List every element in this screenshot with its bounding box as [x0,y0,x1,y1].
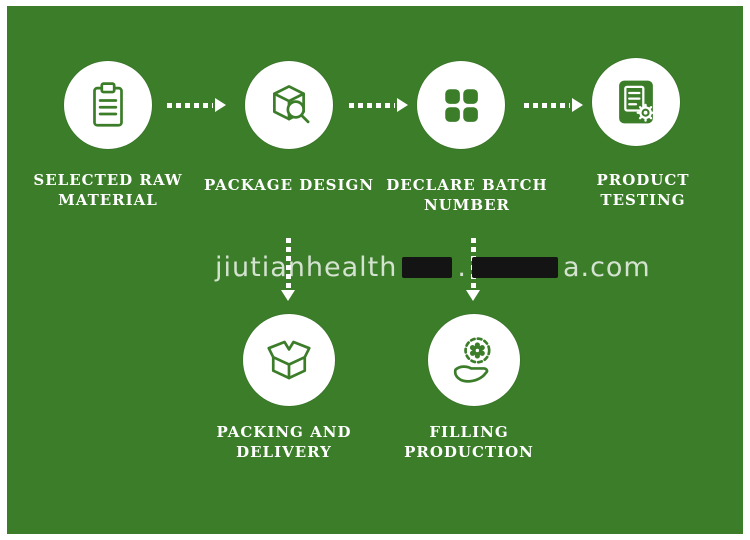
arrow-down-1-head [281,290,295,301]
watermark-redacted-block [471,257,558,278]
node-circle-package-design [245,61,333,149]
label-line: PACKAGE DESIGN [203,176,375,194]
watermark-site-name: jiutianhealth [215,252,398,283]
node-label-filling-production: FILLING PRODUCTION [369,422,569,463]
open-box-icon [267,340,311,380]
label-line: NUMBER [424,196,510,215]
label-line: MATERIAL [58,191,158,210]
arrow-down-2-head [466,290,480,301]
arrow-right-3-dots [524,103,570,108]
node-label-declare-batch-number: DECLARE BATCH NUMBER [367,175,567,216]
arrow-right-2-dots [349,103,395,108]
arrow-down-1-dots [286,238,291,288]
node-circle-declare-batch-number [417,61,505,149]
label-line: PRODUCTION [404,443,534,462]
process-flow-canvas: SELECTED RAW MATERIAL PACKAGE DESIGN DEC… [7,6,743,534]
node-label-packing-and-delivery: PACKING AND DELIVERY [184,422,384,463]
arrow-right-3-head [572,98,583,112]
batch-grid-icon [445,89,478,122]
label-line: DECLARE BATCH [386,176,548,194]
watermark-domain-suffix: a.com [562,252,651,283]
watermark-redacted-block [402,257,453,278]
arrow-right-1-dots [167,103,213,108]
label-line: PACKING AND [216,423,352,441]
label-line: PRODUCT [596,171,690,189]
label-line: TESTING [600,191,686,210]
node-label-selected-raw-material: SELECTED RAW MATERIAL [8,170,208,211]
node-label-package-design: PACKAGE DESIGN [189,175,389,195]
watermark-dot: . [457,252,467,283]
hand-gear-icon [453,337,491,383]
label-line: DELIVERY [236,443,332,462]
arrow-right-1-head [215,98,226,112]
document-gear-icon [619,80,655,124]
node-circle-packing-and-delivery [243,314,335,406]
label-line: FILLING [429,423,509,441]
node-circle-selected-raw-material [64,61,152,149]
watermark: jiutianhealth . a.com [215,252,651,283]
node-circle-filling-production [428,314,520,406]
label-line: SELECTED RAW [33,171,183,189]
package-magnifier-icon [273,85,310,124]
node-circle-product-testing [592,58,680,146]
node-label-product-testing: PRODUCT TESTING [543,170,743,211]
arrow-right-2-head [397,98,408,112]
clipboard-icon [93,82,123,127]
